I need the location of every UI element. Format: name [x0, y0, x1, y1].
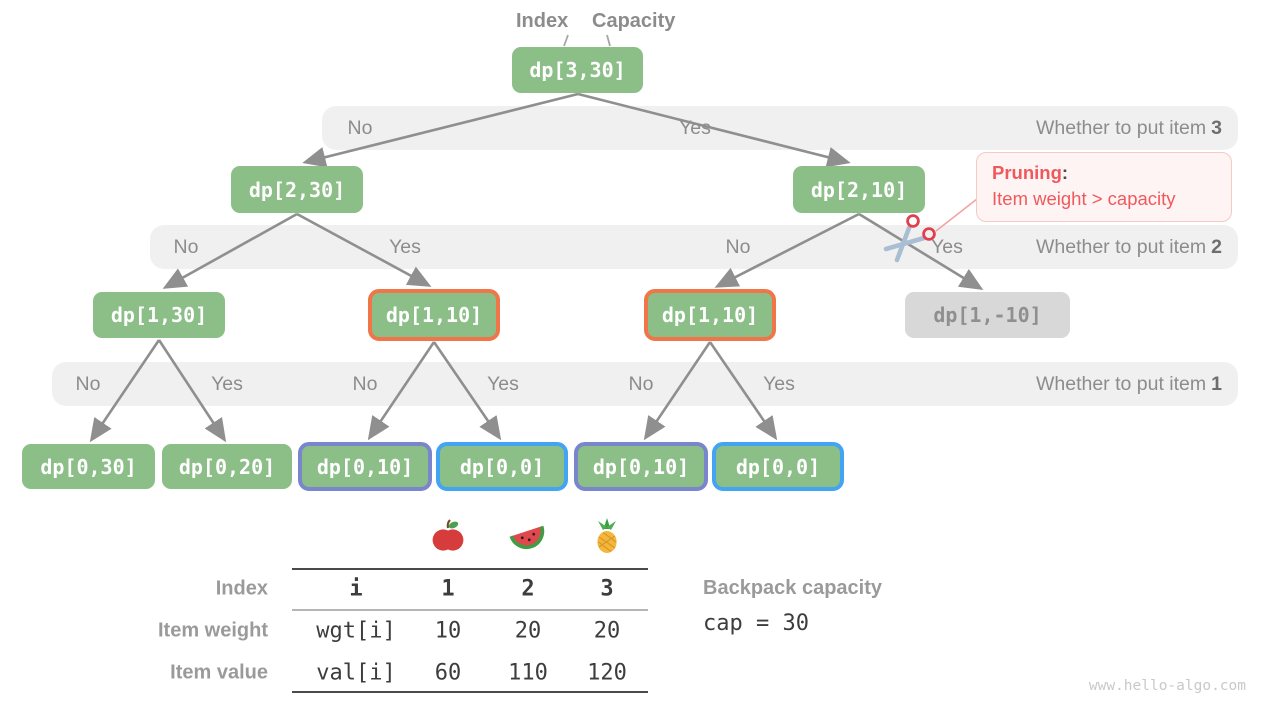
table-index-2: 2 [521, 576, 535, 602]
table-weight-2: 20 [514, 618, 542, 644]
choice-label: No [173, 236, 199, 258]
table-weight-3: 20 [593, 618, 621, 644]
choice-label: Yes [211, 373, 243, 395]
table-index-3: 3 [600, 576, 614, 602]
choice-label: Yes [931, 236, 963, 258]
node-dp-1-10-right: dp[1,10] [644, 289, 776, 341]
table-key-wgt: wgt[i] [316, 618, 396, 644]
question-text: Whether to put item [1035, 236, 1207, 258]
table-key-val: val[i] [316, 660, 396, 686]
node-dp-0-20: dp[0,20] [162, 444, 292, 489]
choice-label: Yes [763, 373, 795, 395]
question-text: Whether to put item [1035, 373, 1207, 395]
table-weight-1: 10 [434, 618, 462, 644]
pruning-title: Pruning: [992, 162, 1216, 184]
watermelon-icon [509, 525, 545, 549]
table-row-label-index: Index [215, 577, 268, 600]
node-dp-0-30: dp[0,30] [22, 444, 155, 489]
question-item-number: 1 [1211, 373, 1222, 395]
choice-label: No [75, 373, 101, 395]
table-rule-top [292, 568, 648, 570]
pruning-description: Item weight > capacity [992, 188, 1176, 209]
pineapple-icon [597, 518, 617, 553]
node-dp-0-10-left: dp[0,10] [298, 442, 432, 491]
node-dp-0-0-right: dp[0,0] [712, 442, 844, 491]
node-dp-3-30: dp[3,30] [512, 47, 643, 93]
node-dp-1-30: dp[1,30] [93, 292, 225, 338]
question-text: Whether to put item [1035, 117, 1207, 139]
choice-label: No [628, 373, 654, 395]
node-dp-1-10-left: dp[1,10] [368, 289, 500, 341]
table-key-i: i [349, 576, 363, 602]
question-item-number: 3 [1211, 117, 1222, 139]
capacity-axis-label: Capacity [592, 10, 676, 32]
question-item-number: 2 [1211, 236, 1222, 258]
node-dp-2-30: dp[2,30] [231, 166, 363, 213]
table-row-label-value: Item value [170, 661, 268, 684]
choice-label: No [352, 373, 378, 395]
table-value-3: 120 [587, 660, 627, 686]
band-item-1: No Yes No Yes No Yes Whether to put item… [52, 362, 1238, 406]
table-value-2: 110 [508, 660, 548, 686]
apple-icon [432, 519, 464, 551]
node-dp-0-10-right: dp[0,10] [574, 442, 708, 491]
choice-label: No [347, 117, 373, 139]
backpack-capacity-label: Backpack capacity [703, 577, 883, 599]
node-dp-2-10: dp[2,10] [793, 166, 925, 213]
table-index-1: 1 [441, 576, 455, 602]
pruning-callout: Pruning: Item weight > capacity [976, 152, 1232, 222]
pruning-title-text: Pruning [992, 162, 1062, 183]
choice-label: Yes [389, 236, 421, 258]
backpack-capacity-value: cap = 30 [703, 611, 809, 636]
watermark: www.hello-algo.com [1088, 678, 1246, 694]
node-dp-0-0-left: dp[0,0] [436, 442, 568, 491]
table-value-1: 60 [434, 660, 462, 686]
index-capacity-pointer-lines [563, 34, 611, 47]
choice-label: Yes [487, 373, 519, 395]
table-row-label-weight: Item weight [157, 619, 268, 642]
pruning-pointer-line [935, 198, 978, 232]
choice-label: No [725, 236, 751, 258]
index-axis-label: Index [516, 10, 569, 32]
node-dp-1-neg10-pruned: dp[1,-10] [905, 292, 1070, 338]
pruning-colon: : [1061, 162, 1069, 183]
table-rule-bottom [292, 691, 648, 693]
table-rule-middle [292, 609, 648, 611]
